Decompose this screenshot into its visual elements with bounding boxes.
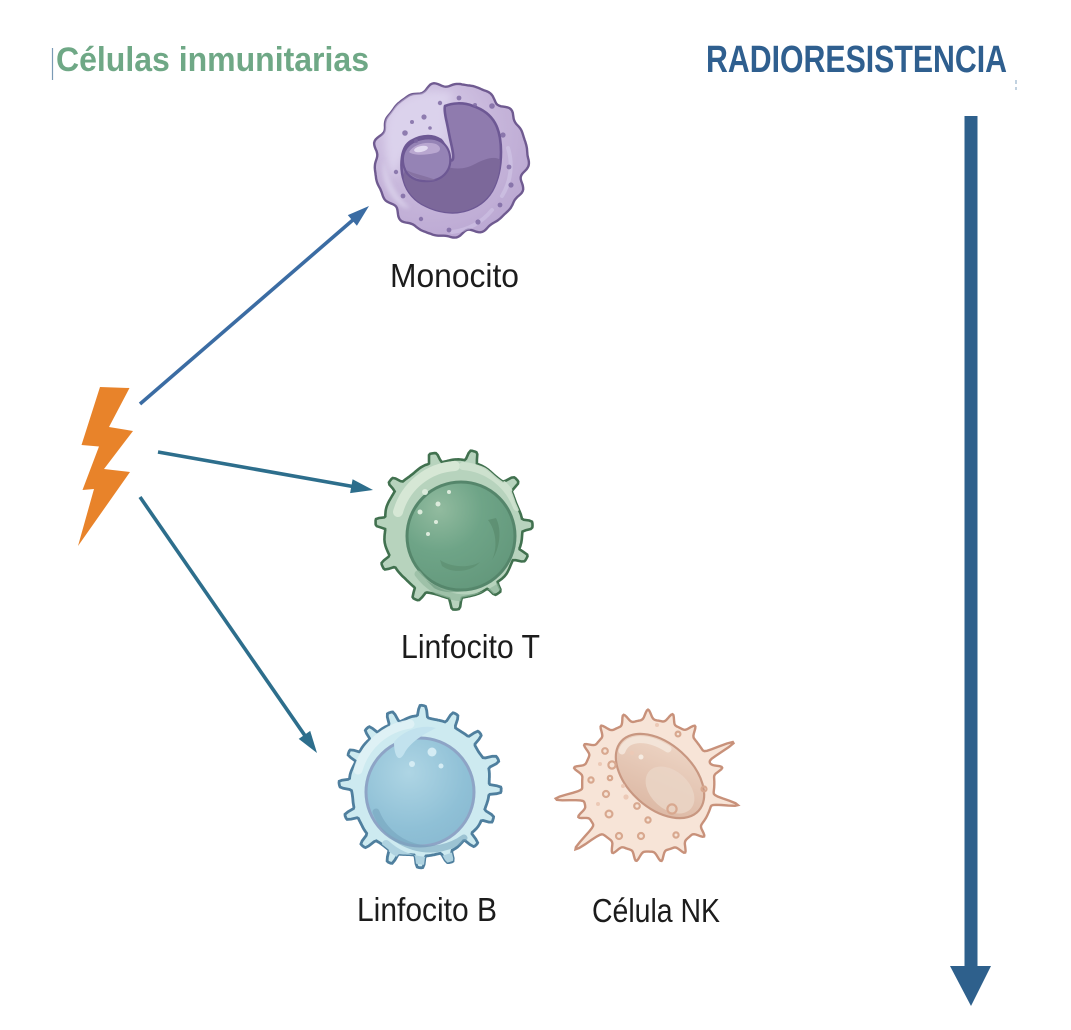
- svg-text:Linfocito B: Linfocito B: [357, 892, 497, 929]
- svg-text:Células inmunitarias: Células inmunitarias: [56, 41, 369, 79]
- svg-text:Linfocito T: Linfocito T: [401, 629, 540, 666]
- svg-text:RADIORESISTENCIA: RADIORESISTENCIA: [706, 39, 1007, 81]
- svg-text:Célula NK: Célula NK: [592, 893, 720, 930]
- svg-text:Monocito: Monocito: [390, 258, 519, 295]
